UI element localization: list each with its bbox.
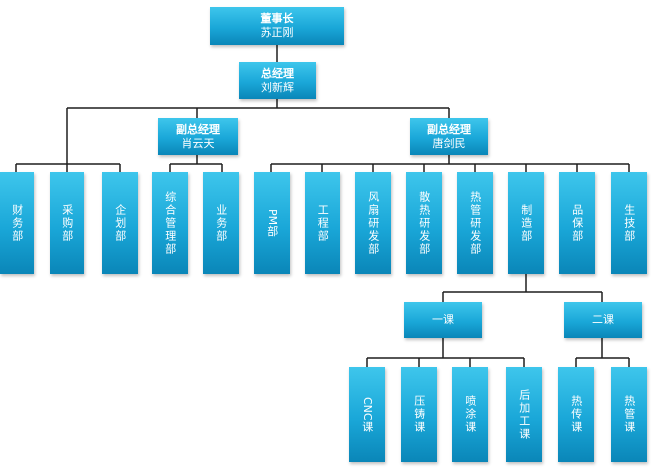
unit-post-processing: 后加工课: [506, 367, 542, 462]
vp-right-box: 副总经理 唐剑民: [410, 118, 488, 155]
section-2-label: 二课: [592, 313, 614, 327]
vp-right-title: 副总经理: [427, 122, 471, 136]
dept-label: 制造部: [519, 203, 533, 243]
dept-label: 业务部: [214, 203, 228, 243]
dept-engineering: 工程部: [305, 172, 340, 274]
unit-label: 后加工课: [517, 388, 531, 441]
dept-label: 综合管理部: [163, 190, 177, 256]
section-2-box: 二课: [564, 302, 642, 338]
dept-label: 品保部: [570, 203, 584, 243]
vp-left-box: 副总经理 肖云天: [158, 118, 238, 155]
vp-left-name: 肖云天: [181, 136, 215, 150]
unit-spraying: 喷涂课: [452, 367, 488, 462]
dept-general-admin: 综合管理部: [152, 172, 188, 274]
gm-name: 刘新辉: [261, 80, 294, 94]
dept-finance: 财务部: [0, 172, 34, 274]
dept-label: 财务部: [10, 203, 24, 243]
gm-title: 总经理: [261, 66, 294, 80]
chairman-name: 苏正刚: [260, 26, 294, 39]
dept-planning: 企划部: [102, 172, 138, 274]
dept-label: 热管研发部: [468, 190, 482, 256]
chairman-title: 董事长: [260, 12, 294, 26]
dept-production-tech: 生技部: [611, 172, 647, 274]
dept-label: 风扇研发部: [366, 190, 380, 256]
unit-label-cnc: CNC课: [360, 397, 374, 432]
section-1-label: 一课: [432, 313, 454, 327]
unit-cnc: CNC课: [349, 367, 385, 462]
unit-label: 压铸课: [412, 395, 426, 434]
unit-label: 热传课: [569, 395, 583, 434]
dept-label: 工程部: [316, 203, 330, 243]
unit-heat-pipe: 热管课: [611, 367, 647, 462]
dept-pm: PM部: [254, 172, 290, 274]
unit-heat-transfer: 热传课: [558, 367, 594, 462]
dept-purchasing: 采购部: [50, 172, 84, 274]
dept-fan-rd: 风扇研发部: [355, 172, 391, 274]
vp-left-title: 副总经理: [176, 122, 220, 136]
chairman-box: 董事长 苏正刚: [210, 7, 344, 45]
section-1-box: 一课: [404, 302, 482, 338]
dept-label-pm: PM部: [265, 209, 279, 237]
dept-heatpipe-rd: 热管研发部: [457, 172, 493, 274]
dept-manufacturing: 制造部: [508, 172, 544, 274]
dept-thermal-rd: 散热研发部: [406, 172, 442, 274]
dept-business: 业务部: [203, 172, 239, 274]
dept-label: 企划部: [113, 203, 127, 243]
unit-die-casting: 压铸课: [401, 367, 437, 462]
vp-right-name: 唐剑民: [432, 136, 466, 150]
dept-label: 散热研发部: [417, 190, 431, 256]
dept-quality: 品保部: [559, 172, 595, 274]
dept-label: 生技部: [622, 203, 636, 243]
unit-label: 热管课: [622, 395, 636, 434]
unit-label: 喷涂课: [463, 395, 477, 434]
dept-label: 采购部: [60, 203, 74, 243]
gm-box: 总经理 刘新辉: [239, 62, 316, 99]
